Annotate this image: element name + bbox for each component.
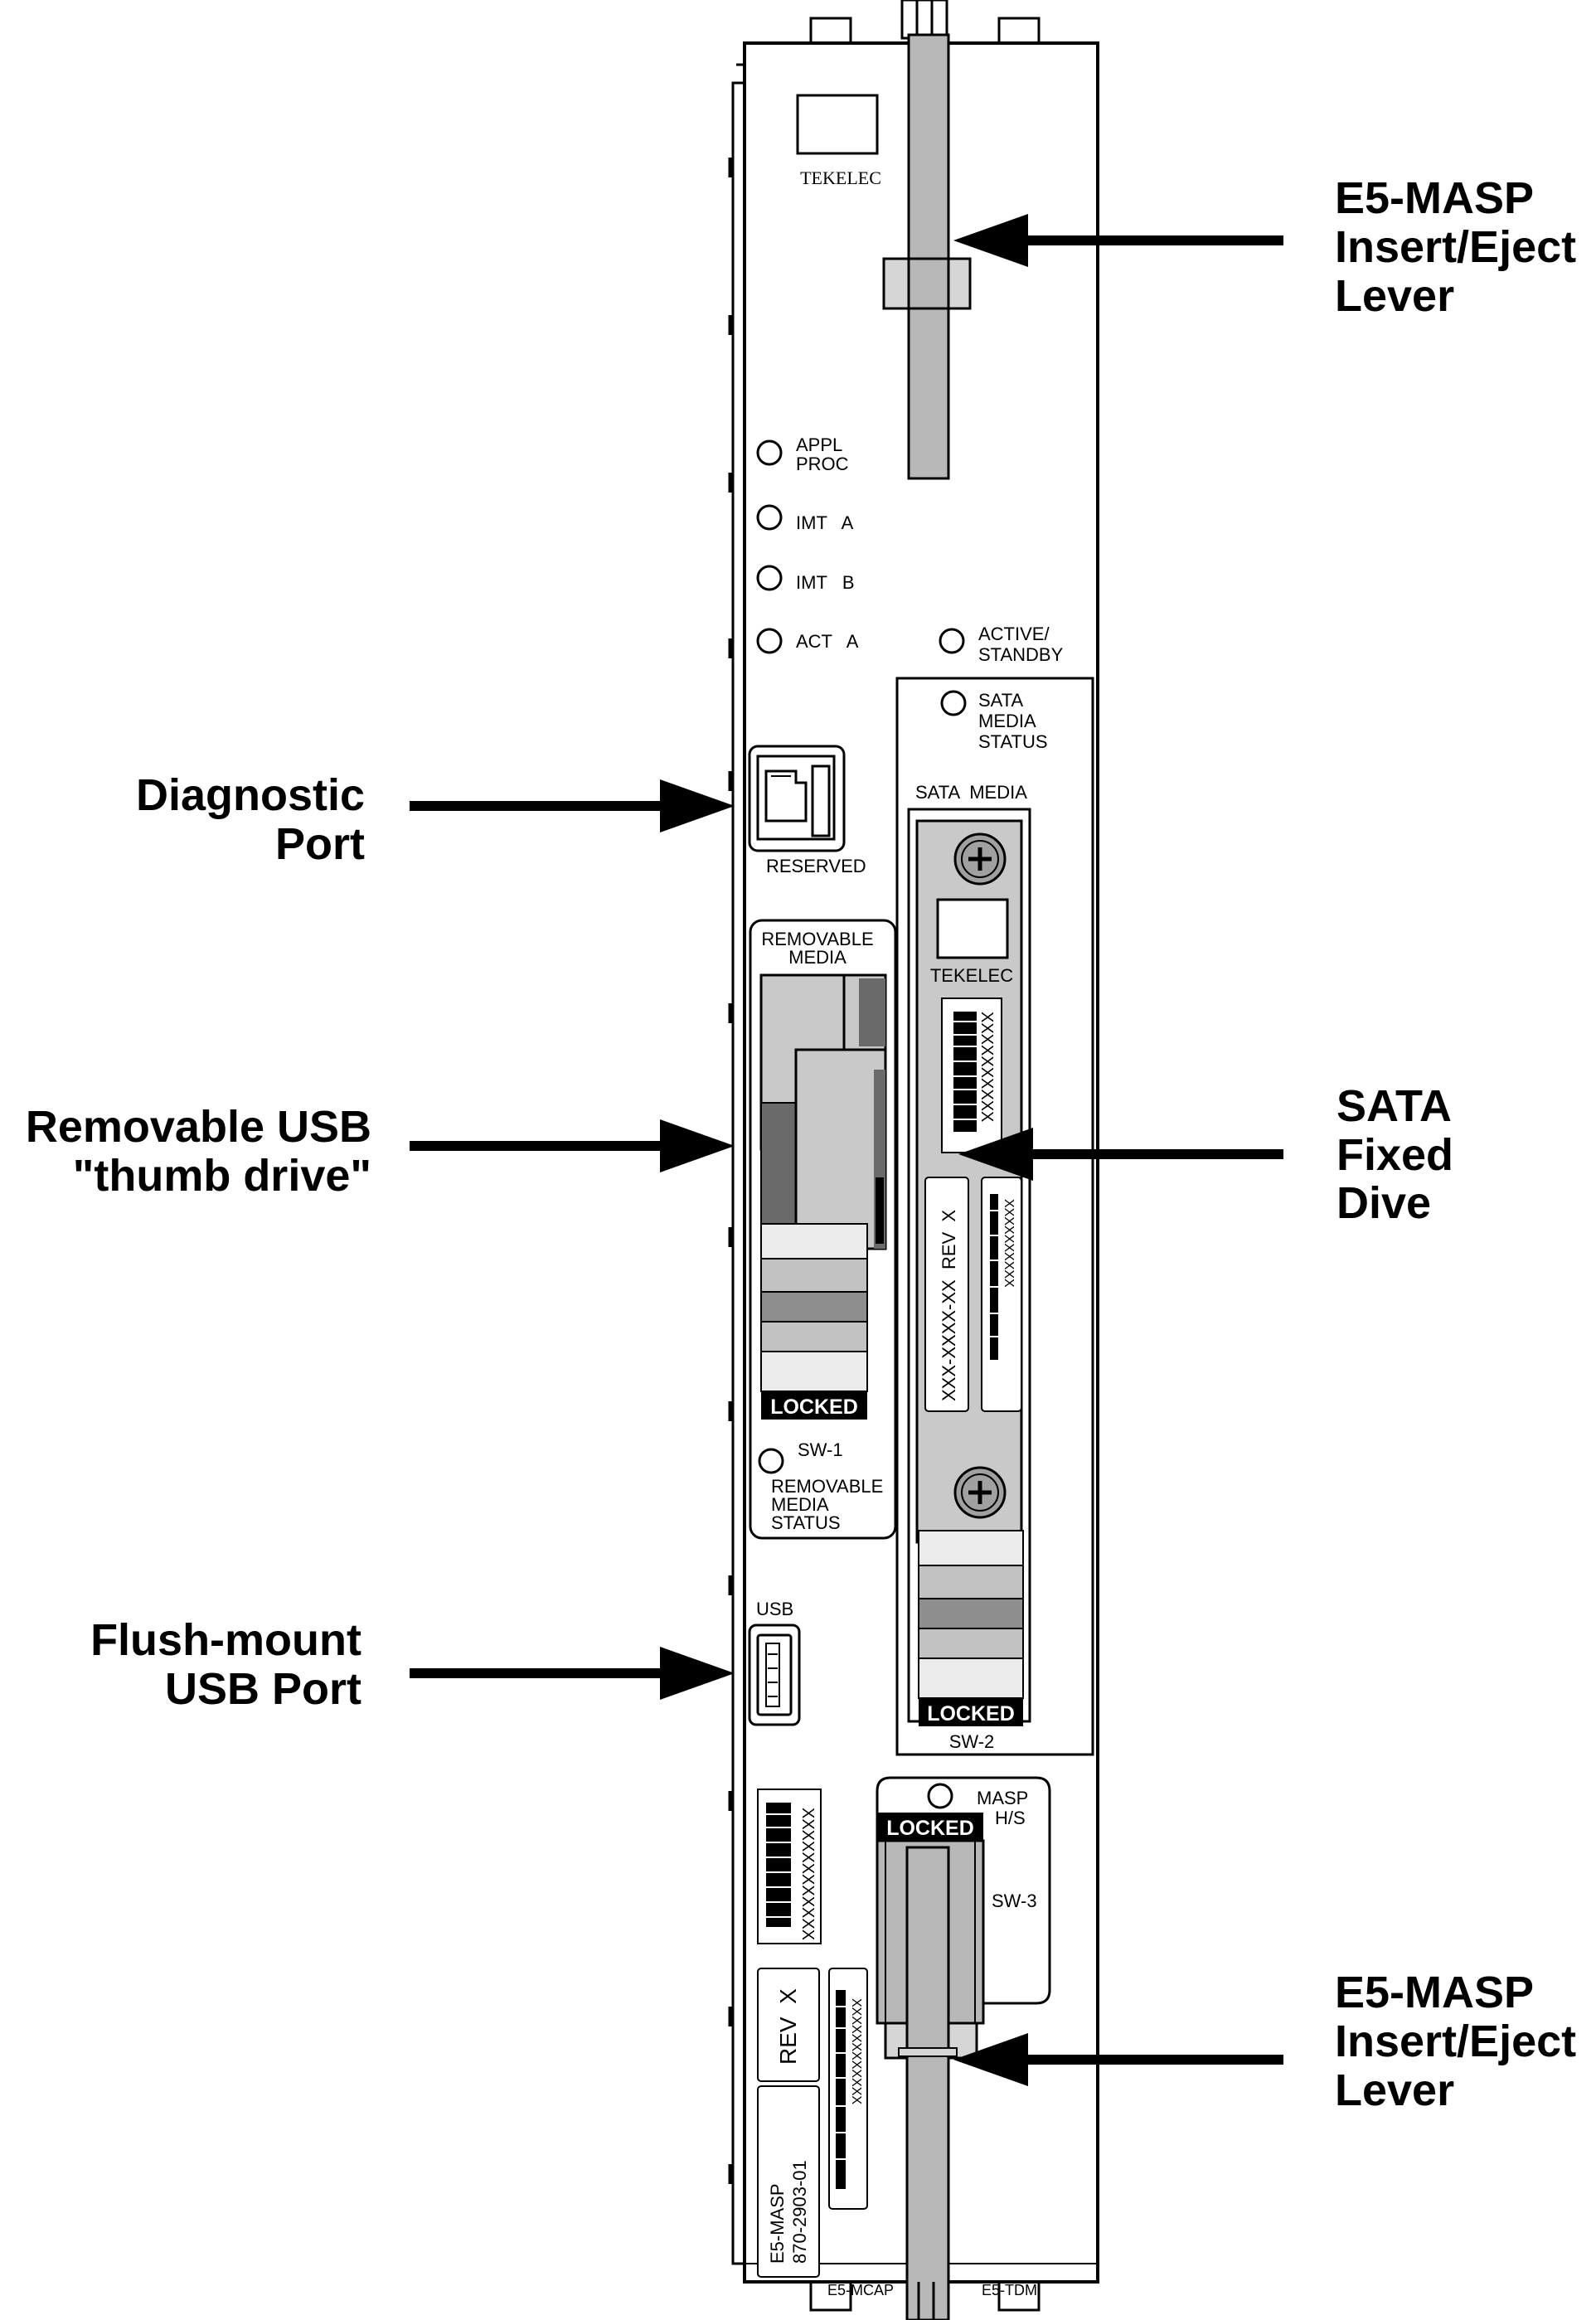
svg-text:LOCKED: LOCKED (770, 1395, 858, 1419)
svg-text:Lever: Lever (1335, 271, 1454, 321)
svg-text:USB: USB (756, 1599, 793, 1619)
svg-text:XXX-XXXX-XX REV X: XXX-XXXX-XX REV X (939, 1210, 959, 1401)
top-insert-eject-lever[interactable] (882, 0, 972, 480)
led-act-a: ACT A (756, 628, 859, 654)
led-imt-a: IMT A (756, 504, 854, 533)
flush-mount-usb-port[interactable]: USB (748, 1599, 801, 1726)
svg-text:LOCKED: LOCKED (927, 1702, 1015, 1725)
svg-text:Insert/Eject: Insert/Eject (1335, 222, 1576, 272)
led-removable-media-status: SW-1 REMOVABLE MEDIA STATUS (758, 1439, 883, 1533)
svg-text:STATUS: STATUS (978, 731, 1048, 752)
svg-text:REMOVABLE: REMOVABLE (761, 929, 873, 949)
callout-bottom-lever: E5-MASP Insert/Eject Lever (1335, 1968, 1576, 2115)
svg-text:IMT A: IMT A (796, 512, 854, 533)
svg-text:SW-3: SW-3 (992, 1890, 1037, 1911)
svg-text:SATA: SATA (978, 690, 1024, 711)
callout-top-lever: E5-MASP Insert/Eject Lever (1335, 173, 1576, 321)
svg-text:E5-MASP: E5-MASP (1335, 1968, 1534, 2017)
callout-diagnostic-port: Diagnostic Port (136, 770, 365, 869)
led-active-standby: ACTIVE/ STANDBY (939, 624, 1064, 665)
svg-text:STANDBY: STANDBY (978, 644, 1064, 665)
svg-text:MEDIA: MEDIA (771, 1494, 829, 1515)
callout-sata-fixed-drive: SATA Fixed Dive (1336, 1081, 1453, 1228)
svg-text:XXXXXXXXXX: XXXXXXXXXX (977, 1012, 996, 1122)
sata-bottom-screw (953, 1466, 1007, 1519)
sata-serial-label: XXXXXXXXXX (981, 1177, 1022, 1412)
callout-removable-usb: Removable USB "thumb drive" (26, 1102, 371, 1201)
led-sata-media-status: SATA MEDIA STATUS (940, 690, 1048, 752)
svg-text:TEKELEC: TEKELEC (930, 965, 1013, 986)
callout-arrows (410, 214, 1283, 2086)
svg-text:XXXXXXXXXXXX: XXXXXXXXXXXX (798, 1808, 817, 1940)
svg-text:Removable USB: Removable USB (26, 1102, 371, 1152)
svg-text:RESERVED: RESERVED (766, 856, 866, 876)
svg-text:Insert/Eject: Insert/Eject (1335, 2017, 1576, 2066)
sata-lock-switch-sw2[interactable]: LOCKED SW-2 (918, 1530, 1024, 1752)
rev-label: REV X (757, 1968, 820, 2082)
svg-text:E5-MASP: E5-MASP (767, 2183, 788, 2264)
callout-flush-usb: Flush-mount USB Port (90, 1615, 361, 1714)
tekelec-logo: TEKELEC (796, 94, 881, 188)
svg-text:ACT A: ACT A (796, 631, 859, 652)
svg-text:XXXXXXXXXXXX: XXXXXXXXXXXX (849, 1998, 863, 2104)
svg-text:MASP: MASP (977, 1788, 1028, 1808)
e5-tdm-label: E5-TDM (982, 2282, 1037, 2298)
svg-text:SW-2: SW-2 (949, 1731, 995, 1752)
svg-text:MEDIA: MEDIA (978, 711, 1036, 731)
sata-fixed-drive[interactable]: SATA MEDIA TEKELEC XX (907, 782, 1031, 1723)
svg-text:REV X: REV X (775, 1988, 801, 2065)
svg-text:XXXXXXXXXX: XXXXXXXXXX (1002, 1199, 1016, 1288)
e5-mcap-label: E5-MCAP (827, 2282, 894, 2298)
svg-text:Dive: Dive (1336, 1178, 1431, 1228)
bottom-barcode-label: XXXXXXXXXXXX (757, 1789, 822, 1944)
svg-text:APPL: APPL (796, 434, 842, 455)
svg-text:STATUS: STATUS (771, 1512, 841, 1533)
svg-text:Flush-mount: Flush-mount (90, 1615, 361, 1665)
removable-media-lock-switch-sw1[interactable]: LOCKED (760, 1223, 868, 1420)
svg-text:SATA: SATA (1336, 1081, 1452, 1131)
svg-text:REMOVABLE: REMOVABLE (771, 1476, 883, 1497)
bottom-insert-eject-lever[interactable] (884, 1846, 978, 2320)
svg-text:IMT B: IMT B (796, 572, 855, 593)
svg-text:SATA MEDIA: SATA MEDIA (915, 782, 1027, 803)
sata-part-label: XXX-XXXX-XX REV X (924, 1177, 969, 1412)
usb-thumb-drive[interactable] (759, 973, 887, 1250)
svg-text:ACTIVE/: ACTIVE/ (978, 624, 1050, 644)
svg-text:Lever: Lever (1335, 2065, 1454, 2115)
svg-text:PROC: PROC (796, 454, 849, 474)
sata-barcode-label: XXXXXXXXXX (941, 997, 1002, 1153)
diagnostic-port[interactable]: RESERVED (748, 745, 866, 876)
bottom-serial-label: XXXXXXXXXXXX (828, 1968, 868, 2210)
sata-top-screw (953, 832, 1007, 886)
svg-text:Diagnostic: Diagnostic (136, 770, 365, 820)
svg-text:TEKELEC: TEKELEC (800, 167, 881, 188)
svg-text:MEDIA: MEDIA (788, 947, 847, 968)
svg-text:LOCKED: LOCKED (886, 1817, 974, 1840)
svg-text:Fixed: Fixed (1336, 1130, 1453, 1180)
svg-text:SW-1: SW-1 (798, 1439, 843, 1460)
svg-text:870-2903-01: 870-2903-01 (789, 2160, 810, 2264)
svg-text:Port: Port (275, 819, 365, 869)
part-number-label: E5-MASP 870-2903-01 (757, 2085, 820, 2278)
led-appl-proc: APPL PROC (756, 434, 849, 474)
svg-text:USB Port: USB Port (165, 1664, 361, 1714)
svg-text:H/S: H/S (995, 1808, 1026, 1828)
led-imt-b: IMT B (756, 565, 855, 593)
svg-text:E5-MASP: E5-MASP (1335, 173, 1534, 223)
svg-text:"thumb drive": "thumb drive" (73, 1151, 371, 1201)
